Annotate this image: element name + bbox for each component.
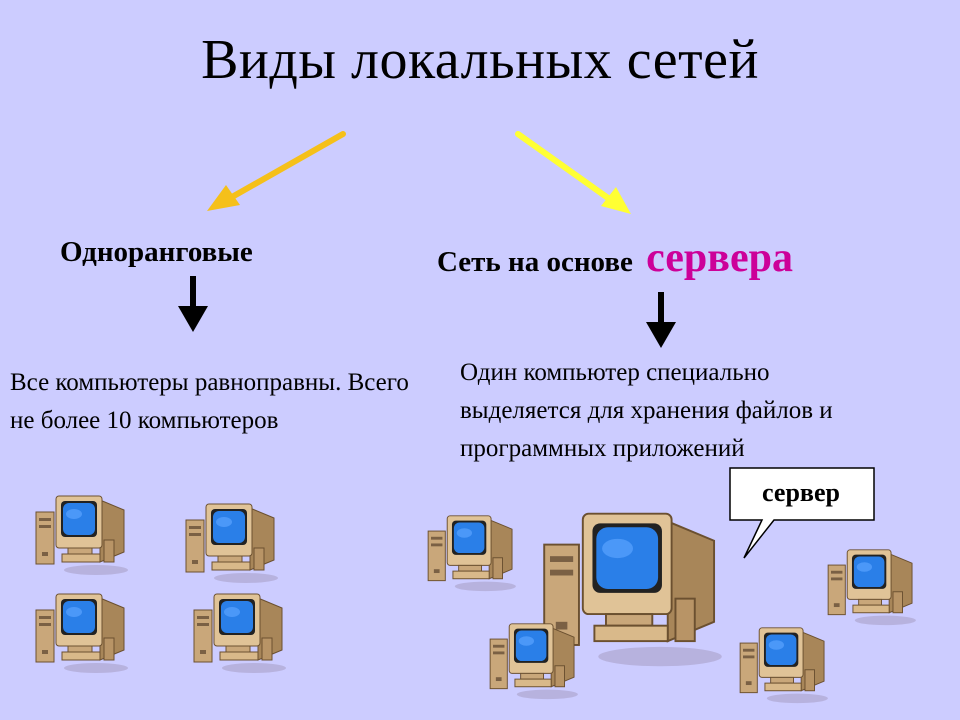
page-title: Виды локальных сетей [201, 29, 759, 91]
server-network-heading-accent: сервера [646, 235, 793, 281]
arrow-diagonal-right-icon [515, 131, 631, 214]
computer-icon [35, 495, 129, 576]
server-network-heading-prefix: Сеть на основе [437, 246, 633, 278]
server-callout-bubble [729, 467, 875, 559]
arrow-down-icon [178, 276, 208, 332]
computer-icon [827, 549, 917, 626]
computer-icon [35, 593, 129, 674]
computer-icon [185, 503, 279, 584]
peer-to-peer-description: Все компьютеры равноправны. Всего не бол… [10, 369, 409, 434]
computer-icon [489, 623, 579, 700]
arrow-down-icon [646, 292, 676, 348]
server-network-description: Один компьютер специально выделяется для… [460, 359, 833, 462]
arrow-diagonal-left-icon [207, 131, 346, 211]
computer-icon [193, 593, 287, 674]
computer-icon [427, 515, 517, 592]
peer-to-peer-heading: Одноранговые [60, 236, 253, 268]
server-callout-label: сервер [762, 478, 840, 507]
computer-icon [739, 627, 829, 704]
server-network-heading: Сеть на основе сервера [437, 234, 793, 282]
